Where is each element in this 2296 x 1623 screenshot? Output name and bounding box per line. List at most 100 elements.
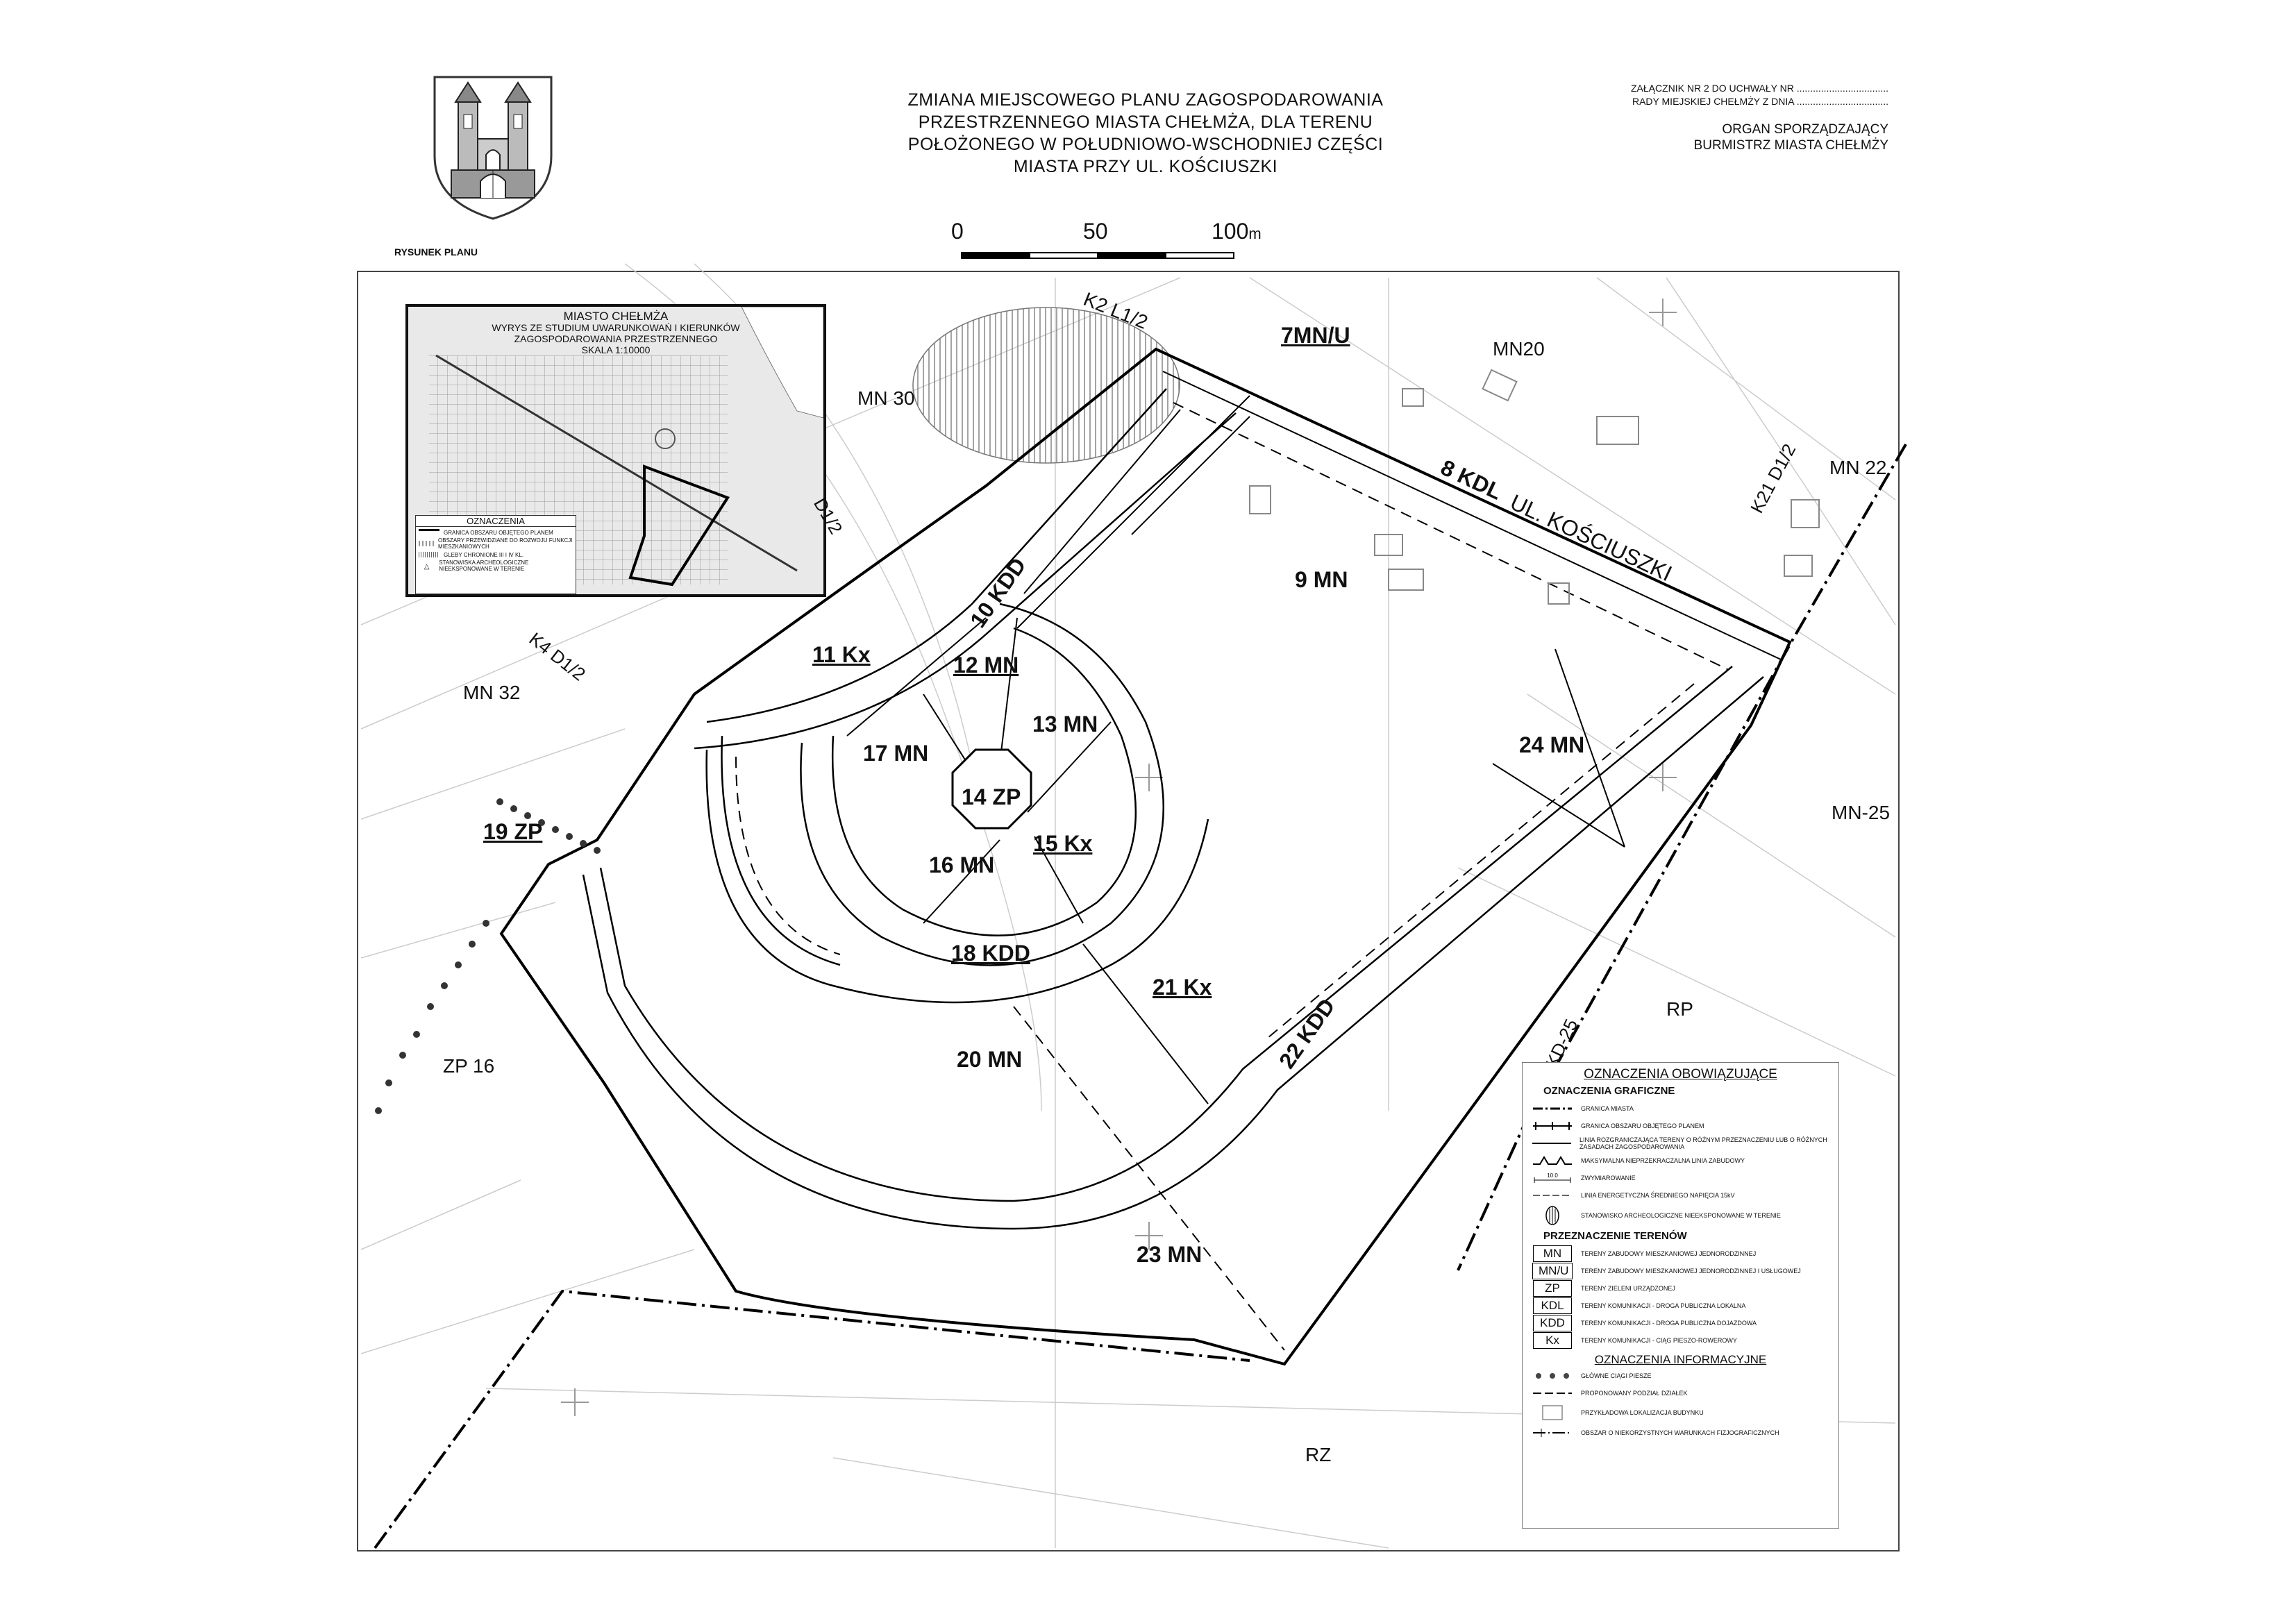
map-frame: [357, 271, 1900, 1551]
zone-12mn: 12 MN: [953, 653, 1019, 678]
pedestrian-dots-symbol-icon: [1532, 1372, 1573, 1379]
building-symbol-icon: [1532, 1404, 1573, 1421]
area-label-zp16: ZP 16: [443, 1055, 495, 1077]
legend-row: LINIA ROZGRANICZAJĄCA TERENY O RÓŻNYM PR…: [1523, 1134, 1838, 1152]
scale-tick-value: 100: [1212, 219, 1249, 244]
legend-section-purpose: PRZEZNACZENIE TERENÓW: [1543, 1230, 1687, 1242]
parcel-lines: [846, 395, 1625, 1104]
scale-tick-label: 50: [1083, 219, 1108, 244]
existing-buildings: [1249, 369, 1820, 605]
legend-row: LINIA ENERGETYCZNA ŚREDNIEGO NAPIĘCIA 15…: [1523, 1186, 1838, 1204]
city-border: [374, 443, 1907, 1549]
area-label-rz: RZ: [1305, 1444, 1332, 1465]
inset-scale: SKALA 1:10000: [581, 344, 651, 355]
inset-legend-title: OZNACZENIA: [416, 516, 576, 527]
plan-boundary: [499, 347, 1792, 1366]
legend-row: MAKSYMALNA NIEPRZEKRACZALNA LINIA ZABUDO…: [1523, 1152, 1838, 1169]
inset-subtitle: WYRYS ZE STUDIUM UWARUNKOWAŃ I KIERUNKÓW: [492, 322, 740, 333]
zone-17mn: 17 MN: [863, 741, 929, 766]
grid-crosses: [561, 298, 1677, 1416]
code-zp: ZP: [1533, 1279, 1572, 1297]
area-label-mn30: MN 30: [857, 387, 915, 409]
area-label-mn25: MN-25: [1832, 802, 1891, 823]
zone-24mn: 24 MN: [1519, 732, 1585, 757]
archaeological-site-symbol-icon: [1532, 1205, 1573, 1226]
inset-map: MIASTO CHEŁMŻA WYRYS ZE STUDIUM UWARUNKO…: [405, 304, 826, 597]
triangle-symbol-icon: △: [424, 563, 430, 571]
hatch-symbol-icon: [419, 552, 439, 557]
coat-of-arms: [430, 73, 555, 222]
loop-road-18kdd: [705, 603, 1209, 1004]
attachment-line: ZAŁĄCZNIK NR 2 DO UCHWAŁY NR ...........…: [1630, 83, 1888, 94]
code-mnu: MN/U: [1532, 1262, 1573, 1279]
scale-unit: m: [1248, 225, 1262, 242]
legend-row: PRZYKŁADOWA LOKALIZACJA BUDYNKU: [1523, 1402, 1838, 1424]
zone-11kx: 11 Kx: [812, 642, 871, 667]
city-border-symbol-icon: [1532, 1106, 1573, 1111]
inset-legend-row: △STANOWISKA ARCHEOLOGICZNE NIEEKSPONOWAN…: [416, 560, 576, 572]
legend-row: GRANICA MIASTA: [1523, 1100, 1838, 1117]
drawing-label: RYSUNEK PLANU: [394, 246, 478, 258]
title-line: POŁOŻONEGO W POŁUDNIOWO-WSCHODNIEJ CZĘŚC…: [907, 135, 1384, 154]
organ-line: ORGAN SPORZĄDZAJĄCY: [1722, 122, 1888, 137]
zone-14zp-shape: [951, 748, 1032, 830]
area-label-mn22: MN 22: [1829, 457, 1887, 478]
boundary-symbol-icon: [419, 528, 439, 537]
zone-20mn: 20 MN: [957, 1047, 1023, 1072]
pedestrian-path: [375, 798, 601, 1114]
zone-16mn: 16 MN: [929, 852, 995, 877]
attachment-line: RADY MIEJSKIEJ CHEŁMŻY Z DNIA ..........…: [1632, 96, 1888, 107]
parcel-division-symbol-icon: [1532, 1390, 1573, 1396]
dividing-line-symbol-icon: [1532, 1141, 1571, 1146]
unfavorable-area-symbol-icon: [1532, 1428, 1573, 1437]
inset-legend-row: GLEBY CHRONIONE III I IV KL.: [416, 549, 576, 560]
scale-bar: 0 50 100m: [951, 219, 1277, 260]
title-line: ZMIANA MIEJSCOWEGO PLANU ZAGOSPODAROWANI…: [907, 90, 1384, 110]
inset-legend-row: GRANICA OBSZARU OBJĘTEGO PLANEM: [416, 527, 576, 538]
plan-title: ZMIANA MIEJSCOWEGO PLANU ZAGOSPODAROWANI…: [798, 89, 1493, 178]
build-line-symbol-icon: [1532, 1155, 1573, 1166]
inset-header: MIASTO CHEŁMŻA WYRYS ZE STUDIUM UWARUNKO…: [408, 307, 823, 355]
attachment-info: ZAŁĄCZNIK NR 2 DO UCHWAŁY NR ...........…: [1500, 82, 1888, 108]
title-line: PRZESTRZENNEGO MIASTA CHEŁMŻA, DLA TEREN…: [918, 112, 1373, 132]
scale-tick-label: 0: [951, 219, 964, 244]
legend-row: STANOWISKO ARCHEOLOGICZNE NIEEKSPONOWANE…: [1523, 1204, 1838, 1227]
protected-area: [912, 307, 1180, 464]
organ-line: BURMISTRZ MIASTA CHEŁMŻY: [1693, 138, 1888, 153]
zone-23mn: 23 MN: [1137, 1242, 1203, 1267]
legend-row: GRANICA OBSZARU OBJĘTEGO PLANEM: [1523, 1117, 1838, 1134]
code-kdl: KDL: [1533, 1297, 1572, 1314]
build-lines: [735, 402, 1729, 1351]
area-label-rp: RP: [1666, 998, 1693, 1020]
power-line-symbol-icon: [1532, 1193, 1573, 1198]
legend-row: 10.0 ZWYMIAROWANIE: [1523, 1169, 1838, 1186]
title-line: MIASTA PRZY UL. KOŚCIUSZKI: [1013, 157, 1278, 176]
map-legend: OZNACZENIA OBOWIĄZUJĄCE OZNACZENIA GRAFI…: [1522, 1062, 1839, 1529]
area-label-mn20: MN20: [1493, 338, 1545, 360]
road-8kdl: [1162, 371, 1782, 660]
road-10kdd: [694, 388, 1237, 750]
zone-21kx: 21 Kx: [1153, 975, 1212, 1000]
zone-7mnu: 7MN/U: [1281, 323, 1350, 348]
legend-section-graphic: OZNACZENIA GRAFICZNE: [1543, 1085, 1675, 1097]
zone-19zp: 19 ZP: [483, 819, 543, 844]
zone-15kx: 15 Kx: [1033, 831, 1093, 856]
zone-14zp: 14 ZP: [962, 784, 1021, 809]
code-mn: MN: [1533, 1245, 1572, 1262]
scale-tick-label-end: 100m: [1212, 219, 1262, 244]
zone-13mn: 13 MN: [1032, 712, 1098, 737]
code-kdd: KDD: [1533, 1314, 1572, 1331]
legend-row: OBSZAR O NIEKORZYSTNYCH WARUNKACH FIZJOG…: [1523, 1424, 1838, 1441]
organ-info: ORGAN SPORZĄDZAJĄCY BURMISTRZ MIASTA CHE…: [1500, 121, 1888, 153]
dimension-symbol: 10.0: [1532, 1172, 1573, 1184]
inset-title: MIASTO CHEŁMŻA: [563, 310, 669, 323]
legend-row: PROPONOWANY PODZIAŁ DZIAŁEK: [1523, 1384, 1838, 1402]
legend-row: GŁÓWNE CIĄGI PIESZE: [1523, 1367, 1838, 1384]
coat-of-arms-icon: [433, 76, 553, 220]
